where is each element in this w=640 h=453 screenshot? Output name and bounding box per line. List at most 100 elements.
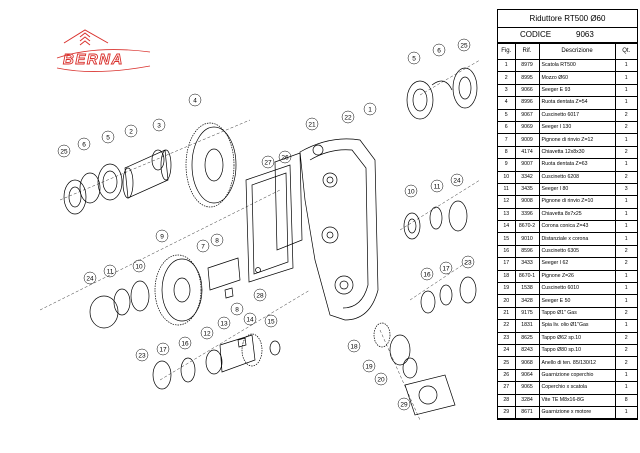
callout-16: 16: [420, 267, 434, 281]
svg-text:16: 16: [423, 272, 431, 279]
cell-fig: 26: [498, 368, 516, 383]
callout-13: 13: [217, 316, 231, 330]
cell-qty: 1: [614, 269, 637, 284]
header-qty: Qt.: [614, 43, 637, 60]
sheet-title: Riduttore RT500 Ø60: [498, 10, 637, 28]
cell-ref: 9067: [514, 108, 540, 122]
part-1-housing: [299, 138, 379, 321]
cell-ref: 3435: [514, 182, 540, 197]
cell-desc: Seeger I 130: [538, 120, 616, 135]
svg-text:25: 25: [60, 149, 68, 156]
callout-10: 10: [404, 184, 418, 198]
cell-desc: Coperchio x scatola: [538, 381, 616, 395]
part-7-pinion: [207, 257, 241, 291]
callout-25-right: 25: [457, 38, 471, 52]
cell-qty: 1: [614, 133, 637, 147]
svg-text:28: 28: [256, 293, 264, 300]
cell-fig: 2: [498, 71, 516, 85]
cell-desc: Cuscinetto 6010: [538, 282, 616, 296]
svg-text:6: 6: [437, 48, 441, 55]
cell-ref: 1831: [514, 319, 540, 333]
svg-text:10: 10: [135, 264, 143, 271]
brand-name: BERNA: [63, 51, 124, 68]
callout-8-top: 8: [210, 233, 224, 247]
svg-text:16: 16: [181, 341, 189, 348]
part-5-bearing-right: [406, 80, 434, 120]
cell-desc: Seeger E 93: [538, 83, 616, 98]
table-header: Fig. Rif. Descrizione Qt.: [498, 43, 637, 60]
cell-qty: 1: [614, 71, 637, 85]
callout-16-left: 16: [178, 336, 192, 350]
callout-11-left: 11: [103, 264, 117, 278]
cell-desc: Cuscinetto 6208: [538, 170, 616, 184]
cell-ref: 8979: [514, 58, 540, 73]
part-25-seal-right: [452, 67, 478, 109]
callout-8-bottom: 8: [230, 302, 244, 316]
callout-20: 20: [374, 372, 388, 386]
callout-10-left: 10: [132, 259, 146, 273]
cell-fig: 23: [498, 331, 516, 346]
part-17-seeger-left: [180, 357, 196, 383]
part-17-seeger: [439, 284, 453, 306]
cell-ref: 9068: [514, 356, 540, 370]
cell-fig: 29: [498, 405, 516, 420]
callout-17-right: 17: [439, 261, 453, 275]
header-desc: Descrizione: [538, 43, 616, 60]
part-10-bearing: [403, 212, 421, 240]
part-4-gear: [185, 122, 235, 208]
callout-21: 21: [305, 117, 319, 131]
callout-28: 28: [253, 288, 267, 302]
callout-17-left: 17: [156, 342, 170, 356]
part-24-plug-right: [448, 200, 468, 232]
svg-text:29: 29: [400, 402, 408, 409]
part-14-crown: [241, 333, 263, 367]
callout-24-right: 24: [450, 173, 464, 187]
svg-text:21: 21: [308, 122, 316, 129]
svg-text:12: 12: [203, 331, 211, 338]
cell-fig: 21: [498, 306, 516, 321]
svg-text:1: 1: [368, 107, 372, 114]
cell-qty: 1: [614, 83, 637, 98]
cell-qty: 1: [614, 368, 637, 383]
cell-ref: 8243: [514, 343, 540, 358]
cell-fig: 5: [498, 108, 516, 122]
cell-desc: Anello di ten. 85/130/12: [538, 356, 616, 370]
cell-qty: 1: [614, 319, 637, 333]
callout-27: 27: [261, 155, 275, 169]
cell-qty: 1: [614, 158, 637, 172]
callout-29: 29: [397, 397, 411, 411]
cell-desc: Distanziale x corona: [538, 232, 616, 246]
cell-qty: 1: [614, 195, 637, 209]
cell-ref: 9066: [514, 83, 540, 98]
part-28-screw: [255, 267, 261, 273]
callout-3: 3: [152, 118, 166, 132]
svg-text:11: 11: [107, 269, 114, 276]
part-16-bearing-left: [205, 349, 223, 375]
cell-fig: 17: [498, 257, 516, 271]
callout-22: 22: [341, 110, 355, 124]
svg-text:24: 24: [453, 178, 461, 185]
part-10-bearing-left: [130, 280, 150, 312]
cell-ref: 9069: [514, 120, 540, 135]
svg-text:22: 22: [344, 115, 352, 122]
part-12-pinion: [219, 334, 256, 373]
code-value: 9063: [576, 30, 594, 39]
cell-qty: 2: [614, 331, 637, 346]
callout-1: 1: [363, 102, 377, 116]
cell-ref: 8996: [514, 96, 540, 110]
